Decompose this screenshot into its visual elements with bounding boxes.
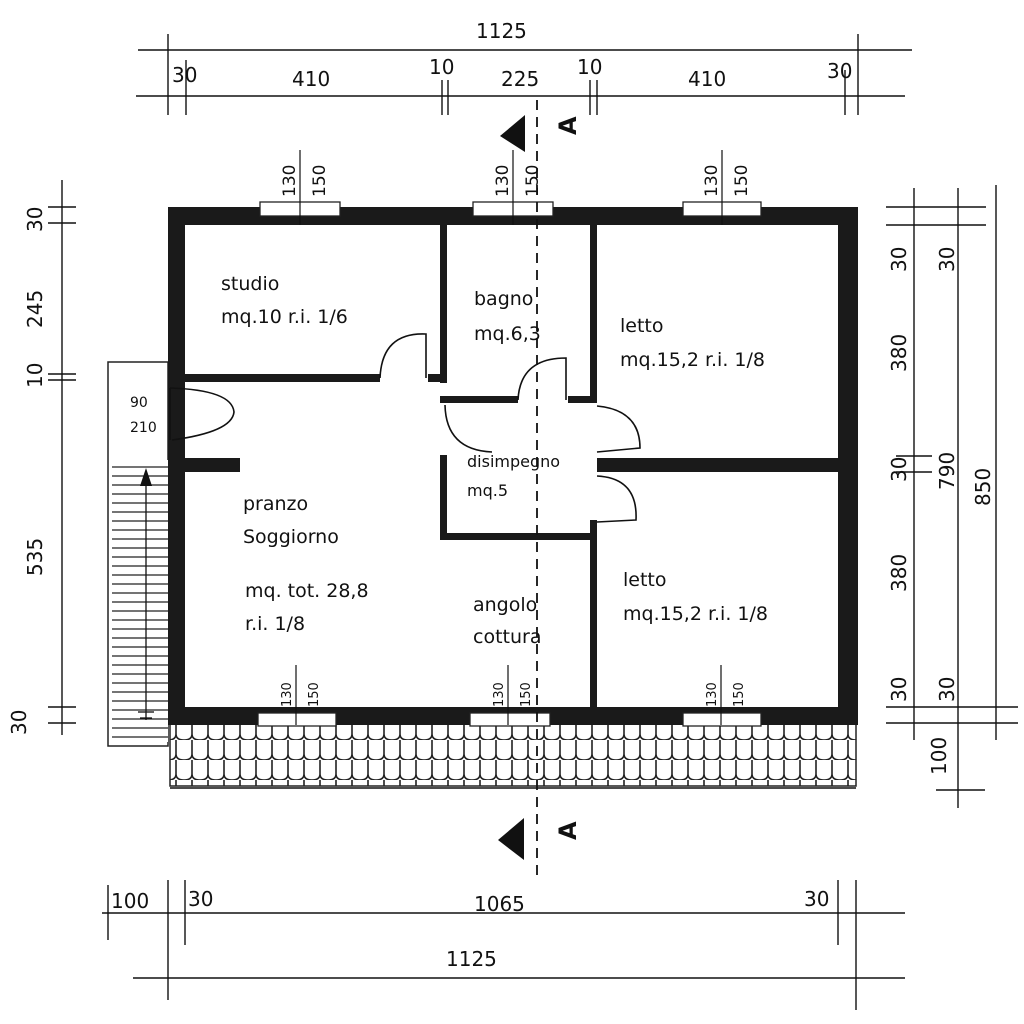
dim-right-c2: 100 (927, 737, 951, 775)
dim-top-s2: 410 (292, 67, 330, 91)
room-letto-bottom-name: letto (623, 569, 667, 591)
room-letto-top-area: mq.15,2 r.i. 1/8 (620, 349, 765, 371)
dim-top-total: 1125 (476, 19, 527, 43)
window-letto-bottom (682, 712, 762, 727)
dim-lines-left (48, 180, 76, 735)
win-letto-bottom-a: 130 (705, 682, 720, 707)
window-dim-labels: 130 150 130 150 130 150 130 150 130 150 … (280, 165, 752, 707)
win-studio-b: 150 (310, 165, 330, 197)
dim-bottom-total: 1125 (446, 947, 497, 971)
room-studio-area: mq.10 r.i. 1/6 (221, 306, 348, 328)
room-letto-top-name: letto (620, 315, 664, 337)
dim-bottom-s1: 100 (111, 889, 149, 913)
win-letto-top-b: 150 (732, 165, 752, 197)
dim-right-a3: 30 (887, 457, 911, 482)
section-arrow-top (500, 115, 525, 152)
dim-top-s1: 30 (172, 63, 197, 87)
room-labels: studio mq.10 r.i. 1/6 bagno mq.6,3 letto… (221, 273, 768, 648)
dim-lines-bottom (102, 880, 905, 1010)
dim-bottom-s4: 30 (804, 887, 829, 911)
dim-top-s5: 10 (577, 55, 602, 79)
dim-right-c1: 850 (971, 468, 995, 506)
dim-left-s2: 245 (23, 290, 47, 328)
section-label-top: A (554, 116, 582, 135)
win-studio-a: 130 (280, 165, 300, 197)
window-cottura (469, 712, 551, 727)
win-letto-bottom-b: 150 (732, 682, 747, 707)
room-disimpegno-area: mq.5 (467, 481, 508, 500)
dim-top-s6: 410 (688, 67, 726, 91)
dim-bottom-s3: 1065 (474, 892, 525, 916)
dim-right-a4: 380 (887, 554, 911, 592)
room-soggiorno-area1: mq. tot. 28,8 (245, 580, 369, 602)
external-stair (107, 361, 169, 747)
dim-top-s7: 30 (827, 59, 852, 83)
side-door-width: 90 (130, 395, 148, 411)
room-disimpegno-name: disimpegno (467, 452, 560, 471)
room-cottura-line1: angolo (473, 594, 537, 616)
room-cottura-line2: cottura (473, 626, 541, 648)
window-dim-ticks (295, 150, 723, 725)
win-soggiorno-b: 150 (307, 682, 322, 707)
window-soggiorno (257, 712, 337, 727)
dim-lines-top (136, 34, 912, 115)
dim-bottom-s2: 30 (188, 887, 213, 911)
room-bagno-area: mq.6,3 (474, 323, 541, 345)
win-letto-top-a: 130 (702, 165, 722, 197)
door-swings (169, 333, 641, 523)
dim-right-a2: 380 (887, 334, 911, 372)
side-door-height: 210 (130, 420, 157, 436)
windows (257, 201, 762, 727)
win-bagno-b: 150 (523, 165, 543, 197)
roof-tiles (169, 721, 857, 789)
win-bagno-a: 130 (493, 165, 513, 197)
win-soggiorno-a: 130 (280, 682, 295, 707)
room-soggiorno-area2: r.i. 1/8 (245, 613, 305, 635)
dim-left-s1: 30 (23, 207, 47, 232)
dim-left-s5: 30 (7, 710, 31, 735)
section-label-bottom: A (554, 821, 582, 840)
room-soggiorno-line2: Soggiorno (243, 526, 339, 548)
section-arrow-bottom (498, 818, 524, 860)
dim-right-b3: 30 (935, 677, 959, 702)
room-letto-bottom-area: mq.15,2 r.i. 1/8 (623, 603, 768, 625)
dim-right-a1: 30 (887, 247, 911, 272)
dim-lines-right (886, 185, 1018, 808)
room-bagno-name: bagno (474, 288, 533, 310)
win-cottura-b: 150 (519, 682, 534, 707)
dim-right-b1: 30 (935, 247, 959, 272)
dim-right-b2: 790 (935, 452, 959, 490)
win-cottura-a: 130 (492, 682, 507, 707)
dim-left-s3: 10 (23, 363, 47, 388)
room-studio-name: studio (221, 273, 279, 295)
room-soggiorno-line1: pranzo (243, 493, 308, 515)
dim-right-a5: 30 (887, 677, 911, 702)
section-line (498, 100, 538, 880)
dim-left-s4: 535 (23, 538, 47, 576)
dim-top-s3: 10 (429, 55, 454, 79)
dim-top-s4: 225 (501, 67, 539, 91)
